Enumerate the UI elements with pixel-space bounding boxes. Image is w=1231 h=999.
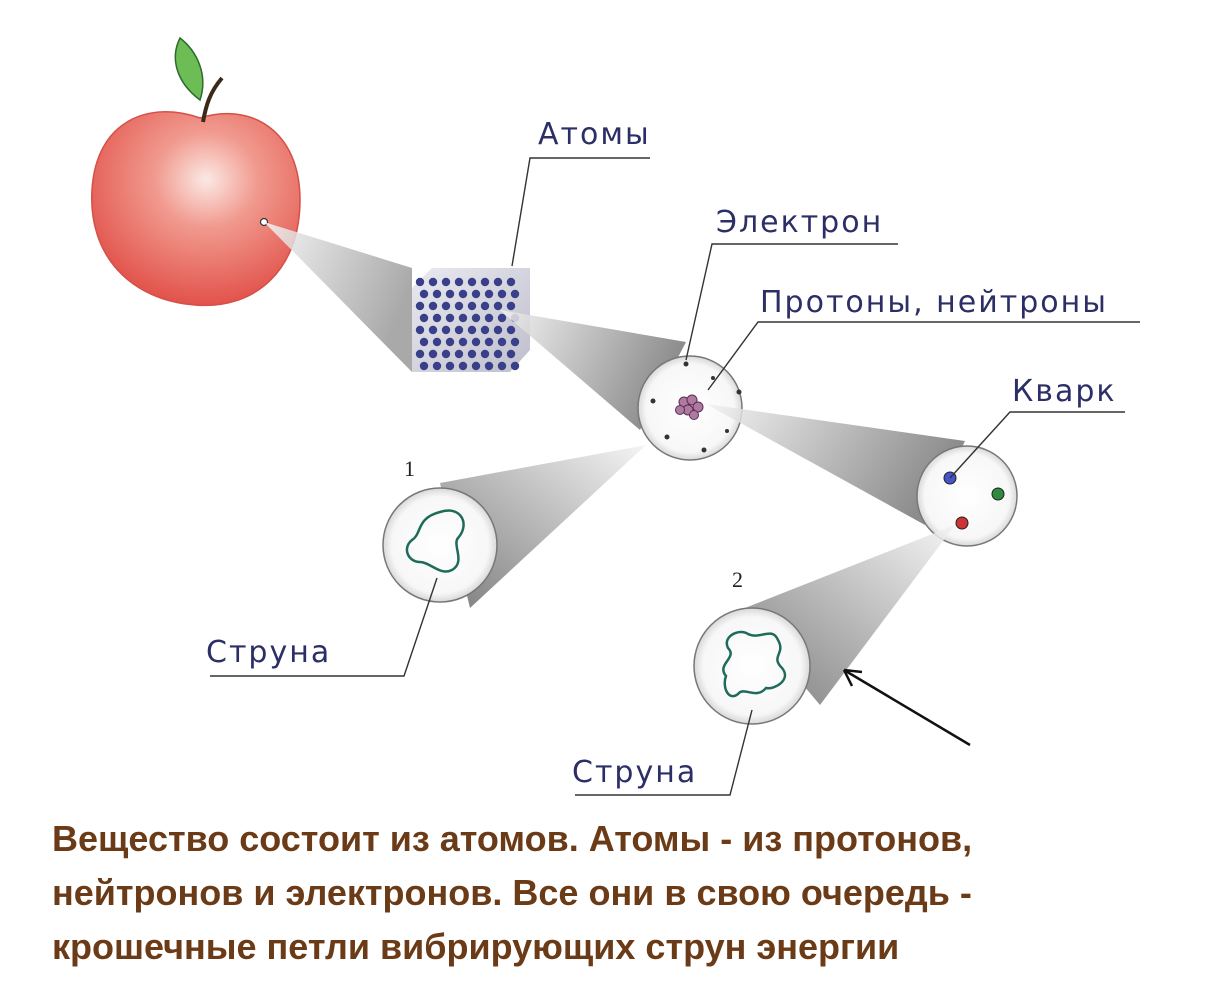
atom-dot [458,313,468,323]
atom-dot [506,349,516,359]
atom-dot [454,277,464,287]
atom-dot [510,361,520,371]
atom-dot [493,325,503,335]
atom-dot [480,349,490,359]
atom-dot [480,301,490,311]
quark-red [955,516,969,530]
leader-lines [210,157,1140,796]
atom-dot [415,277,425,287]
string-disk-2 [693,607,811,725]
atom-dot [467,325,477,335]
atom-dot [484,313,494,323]
label-atoms: Атомы [538,117,651,152]
atom-dot [432,289,442,299]
label-electron: Электрон [716,205,883,240]
atom-dot [458,337,468,347]
atom-dot [471,289,481,299]
zoom-cone-atoms [264,222,412,372]
caption: Вещество состоит из атомов. Атомы - из п… [52,812,1212,974]
caption-line-2: нейтронов и электронов. Все они в свою о… [52,872,972,913]
atom-dot [419,313,429,323]
label-string-2: Струна [572,755,697,790]
atom-dot [428,325,438,335]
atom-dot [506,277,516,287]
atom-dot [441,301,451,311]
atom-dot [432,337,442,347]
atom-dot [493,349,503,359]
atom-dot [467,301,477,311]
atom-dot [445,289,455,299]
atom-dot [458,361,468,371]
quark-green [991,487,1005,501]
atom-dot [419,289,429,299]
label-protons-neutrons: Протоны, нейтроны [760,285,1108,320]
atom-dot [415,349,425,359]
zoom-cone-quarks [706,404,965,525]
atom-dot [428,349,438,359]
apple-stem [201,76,224,123]
atom-dot [497,289,507,299]
atom-dot [445,313,455,323]
atom-dot [484,337,494,347]
quark-disk [916,445,1018,547]
atom-dot [419,361,429,371]
atom-dot [497,361,507,371]
atom-dot [484,361,494,371]
atom-disk [637,355,743,461]
atom-dot [493,277,503,287]
atom-dot [454,301,464,311]
atom-dot [458,289,468,299]
atom-dot [415,325,425,335]
string-loop-1 [405,509,465,573]
atoms-lattice [412,268,530,372]
atom-dot [445,337,455,347]
atom-dot [506,301,516,311]
atom-dot [441,277,451,287]
atom-dot [510,337,520,347]
atom-dot [506,325,516,335]
nucleus [675,394,704,420]
caption-line-3: крошечные петли вибрирующих струн энерги… [52,926,900,967]
apple-leaf [174,36,204,102]
caption-line-1: Вещество состоит из атомов. Атомы - из п… [52,818,973,859]
apple [91,36,301,307]
atom-dot [480,325,490,335]
pointer-arrow-icon [842,668,971,747]
atom-dot [428,277,438,287]
atom-dot [419,337,429,347]
atom-dot [493,301,503,311]
string-disk-1 [382,487,498,603]
atom-dot [432,313,442,323]
atom-dot [484,289,494,299]
atom-dot [497,337,507,347]
string-loop-2 [722,630,787,698]
label-quark: Кварк [1012,374,1117,409]
atom-dot [432,361,442,371]
atom-dot [445,361,455,371]
atom-dot [454,349,464,359]
electrons [650,361,742,453]
atom-dot [467,349,477,359]
atom-dot [471,361,481,371]
marker-1: 1 [404,456,415,481]
atom-dot [454,325,464,335]
atom-dot [428,301,438,311]
marker-2: 2 [732,567,743,592]
atom-dot [480,277,490,287]
atom-dot [471,337,481,347]
atom-dot [441,349,451,359]
atom-dot [467,277,477,287]
atom-dot [497,313,507,323]
atom-dot [510,289,520,299]
label-string-1: Струна [206,635,331,670]
atom-dot [415,301,425,311]
atom-dot [441,325,451,335]
atom-dot [471,313,481,323]
